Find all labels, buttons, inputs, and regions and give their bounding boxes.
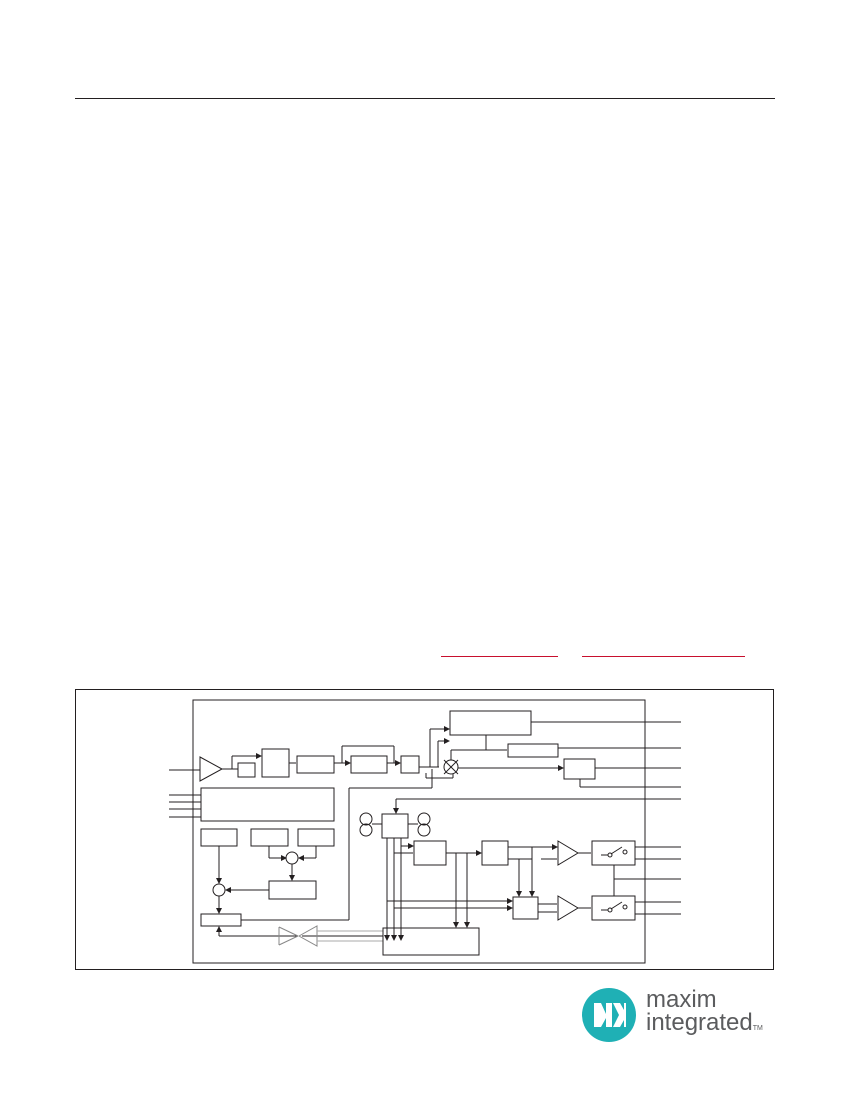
right-block (563, 758, 596, 780)
block-d (268, 880, 317, 900)
control-block (200, 787, 335, 822)
logo-wordmark: maxim integratedTM (646, 988, 763, 1040)
header-rule (75, 98, 775, 99)
functional-block-diagram (75, 689, 774, 970)
small-block (237, 762, 256, 778)
mid-block (507, 743, 559, 758)
chip-outline (192, 699, 646, 964)
output-register (200, 913, 242, 927)
input-amplifier (199, 756, 224, 782)
output-amp-1 (557, 840, 579, 866)
osc-symbol-4 (417, 823, 431, 837)
block-a (296, 755, 335, 774)
summing-node-1 (285, 851, 299, 865)
logo-line-1: maxim (646, 986, 717, 1013)
osc-symbol-2 (359, 823, 373, 837)
sub-block-2 (250, 828, 289, 847)
chain-block-2 (481, 840, 509, 866)
datasheet-link-2[interactable] (582, 642, 745, 657)
maxim-mx-logo-icon (582, 988, 636, 1042)
osc-block (381, 813, 409, 839)
sub-block-3 (297, 828, 335, 847)
output-amp-2 (557, 895, 579, 921)
chain-block-3 (512, 896, 539, 920)
osc-symbol-1 (359, 812, 373, 826)
logo-line-2: integratedTM (646, 1009, 763, 1036)
upper-block (449, 710, 532, 736)
bottom-control-block (382, 927, 480, 956)
chain-block-1 (413, 840, 447, 866)
trademark: TM (752, 1025, 763, 1032)
block-diagram-svg (169, 699, 681, 964)
block-b (350, 755, 388, 774)
summing-node-2 (212, 883, 226, 897)
filter-block (261, 748, 290, 778)
sub-block-1 (200, 828, 238, 847)
block-c (400, 755, 420, 774)
maxim-integrated-logo: maxim integratedTM (582, 988, 782, 1042)
datasheet-link-1[interactable] (441, 642, 558, 657)
osc-symbol-3 (417, 812, 431, 826)
